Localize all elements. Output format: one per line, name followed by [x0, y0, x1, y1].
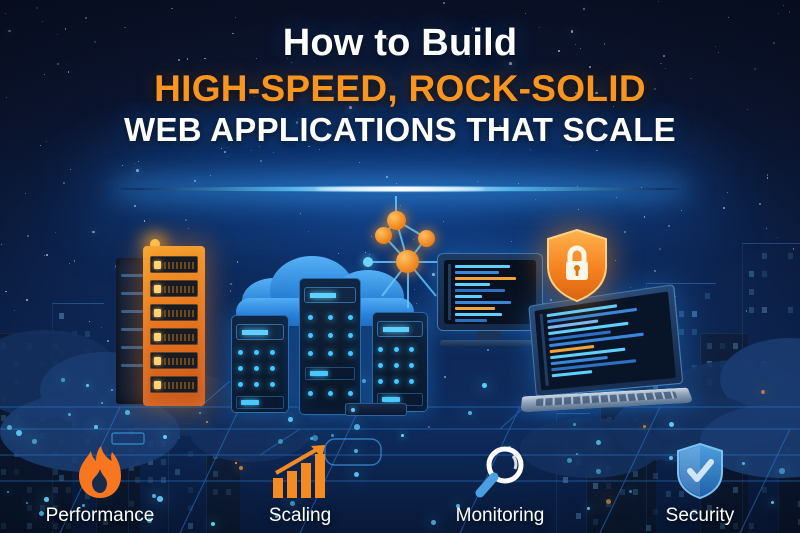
feature-monitoring[interactable]: Monitoring	[400, 417, 600, 527]
rack-status-light	[150, 239, 160, 249]
flame-icon	[79, 437, 121, 499]
server-rack-blue-center	[299, 278, 361, 415]
monitor-neck	[477, 331, 501, 340]
network-switch-box	[345, 403, 407, 416]
server-rack-blue-left	[231, 315, 289, 413]
title-block: How to Build HIGH-SPEED, ROCK-SOLID WEB …	[0, 22, 800, 149]
feature-security[interactable]: Security	[600, 417, 800, 527]
security-shield-padlock-icon	[545, 228, 609, 303]
cloud-puff	[520, 418, 660, 478]
feature-label: Performance	[45, 505, 155, 526]
monitor-base	[440, 340, 540, 347]
feature-row: Performance Scaling	[0, 417, 800, 527]
bar-chart-up-icon	[271, 437, 329, 499]
feature-label: Scaling	[268, 505, 332, 526]
server-rack-blue-right	[372, 312, 428, 412]
magnifier-icon	[475, 437, 525, 499]
feature-scaling[interactable]: Scaling	[200, 417, 400, 527]
feature-label: Monitoring	[455, 505, 545, 526]
feature-label: Security	[665, 505, 735, 526]
cloud-puff	[190, 404, 310, 462]
server-rack-dark-left	[116, 258, 148, 404]
monitor-code-screen	[444, 260, 536, 324]
title-line-2: HIGH-SPEED, ROCK-SOLID	[154, 67, 646, 109]
title-line-1: How to Build	[282, 22, 518, 64]
shield-check-icon	[676, 437, 724, 499]
network-topology-diagram	[352, 196, 464, 308]
feature-performance[interactable]: Performance	[0, 417, 200, 527]
server-rack-orange	[143, 246, 205, 406]
title-line-3: WEB APPLICATIONS THAT SCALE	[124, 111, 676, 149]
laptop-code-screen	[534, 291, 676, 391]
desktop-monitor	[437, 253, 543, 331]
